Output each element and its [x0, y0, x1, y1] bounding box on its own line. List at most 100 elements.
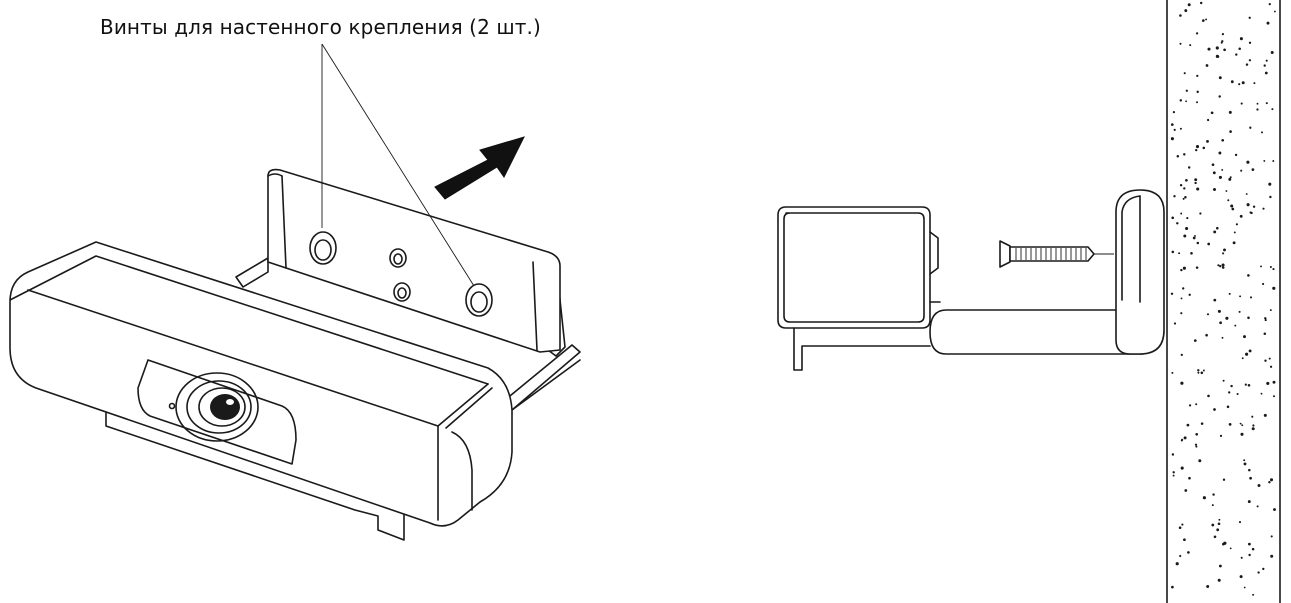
wall-speckle: [1186, 217, 1189, 220]
wall-speckle: [1206, 313, 1210, 316]
wall-speckle: [1238, 47, 1241, 50]
wall-speckle: [1196, 74, 1199, 78]
wall-speckle: [1198, 459, 1202, 463]
wall-speckle: [1200, 371, 1204, 375]
wall-speckle: [1184, 489, 1188, 492]
wall-speckle: [1226, 405, 1230, 409]
wall-speckle: [1240, 169, 1243, 172]
wall-speckle: [1239, 214, 1243, 218]
wall-speckle: [1246, 203, 1250, 207]
wall-speckle: [1221, 263, 1225, 267]
wall-speckle: [1245, 63, 1249, 66]
wall-speckle: [1221, 336, 1224, 339]
wall-speckle: [1218, 564, 1222, 568]
wall-speckle: [1262, 282, 1265, 286]
wall-speckle: [1212, 171, 1216, 175]
wall-speckle: [1173, 322, 1177, 325]
wall-speckle: [1179, 554, 1182, 558]
wall-speckle: [1235, 223, 1239, 226]
wall-speckle: [1260, 392, 1263, 395]
wall-speckle: [1268, 481, 1271, 484]
wall-speckle: [1264, 359, 1267, 362]
wall-speckle: [1236, 392, 1239, 396]
wall-speckle: [1221, 33, 1224, 36]
wall-speckle: [1171, 585, 1174, 589]
wall-speckle: [1219, 434, 1223, 437]
wall-speckle: [1251, 168, 1255, 171]
wall-speckle: [1180, 353, 1183, 357]
wall-speckle: [1272, 395, 1276, 398]
wall-speckle: [1266, 21, 1270, 25]
wall-speckle: [1221, 138, 1225, 142]
wall-speckle: [1185, 100, 1187, 103]
wall-speckle: [1195, 445, 1198, 448]
wall-speckle: [1195, 403, 1198, 406]
wall-speckle: [1234, 153, 1238, 157]
wall-speckle: [1217, 578, 1221, 582]
wall-speckle: [1194, 443, 1198, 446]
wall-speckle: [1252, 593, 1255, 596]
wall-speckle: [1248, 468, 1251, 472]
wall-speckle: [1210, 111, 1214, 115]
wall-speckle: [1211, 163, 1215, 167]
wall-speckle: [1185, 226, 1189, 231]
wall-speckle: [1249, 296, 1253, 299]
wall-speckle: [1195, 32, 1199, 35]
wall-speckle: [1228, 391, 1231, 394]
wall-speckle: [1206, 118, 1210, 122]
wall-speckle: [1196, 187, 1200, 191]
wall-speckle: [1183, 436, 1187, 440]
wall-speckle: [1190, 252, 1193, 255]
wall-speckle: [1272, 268, 1275, 271]
wall-speckle: [1172, 471, 1175, 474]
wall-speckle: [1246, 160, 1250, 164]
wall-speckle: [1247, 316, 1250, 320]
wall-speckle: [1241, 81, 1245, 85]
wall: [1166, 0, 1281, 603]
wall-speckle: [1233, 231, 1236, 234]
wall-speckle: [1261, 131, 1263, 134]
wall-speckle: [1188, 476, 1191, 480]
wall-speckle: [1229, 547, 1232, 550]
bracket-vertical: [1115, 189, 1165, 355]
wall-speckle: [1221, 266, 1225, 269]
wall-speckle: [1216, 528, 1220, 532]
wall-speckle: [1253, 82, 1256, 85]
wall-speckle: [1270, 554, 1274, 558]
wall-speckle: [1268, 357, 1271, 360]
wall-speckle: [1248, 59, 1252, 62]
wall-speckle: [1179, 99, 1183, 102]
wall-speckle: [1201, 19, 1205, 22]
wall-speckle: [1180, 297, 1183, 300]
wall-speckle: [1248, 16, 1251, 19]
wall-speckle: [1172, 474, 1175, 477]
wall-speckle: [1263, 64, 1266, 67]
wall-speckle: [1182, 197, 1185, 200]
wall-speckle: [1181, 523, 1184, 526]
wall-speckle: [1179, 127, 1182, 130]
wall-speckle: [1230, 384, 1233, 388]
wall-speckle: [1183, 153, 1186, 156]
wall-speckle: [1195, 148, 1198, 152]
wall-speckle: [1183, 234, 1187, 238]
wall-speckle: [1217, 309, 1221, 313]
wall-speckle: [1239, 37, 1243, 41]
wall-speckle: [1193, 339, 1197, 342]
wall-speckle: [1238, 310, 1241, 313]
wall-speckle: [1225, 190, 1228, 192]
wall-speckle: [1195, 145, 1200, 149]
wall-speckle: [1239, 575, 1243, 579]
wall-speckle: [1179, 42, 1182, 45]
wall-speckle: [1263, 332, 1267, 336]
wall-speckle: [1217, 522, 1221, 526]
wall-speckle: [1200, 422, 1204, 425]
wall-speckle: [1248, 349, 1252, 353]
wall-speckle: [1270, 535, 1273, 538]
wall-speckle: [1243, 586, 1246, 589]
wall-speckle: [1178, 526, 1182, 530]
wall-speckle: [1196, 90, 1199, 94]
wall-speckle: [1183, 538, 1186, 542]
wall-speckle: [1269, 265, 1272, 269]
wall-speckle: [1213, 230, 1217, 234]
wall-speckle: [1257, 571, 1260, 574]
